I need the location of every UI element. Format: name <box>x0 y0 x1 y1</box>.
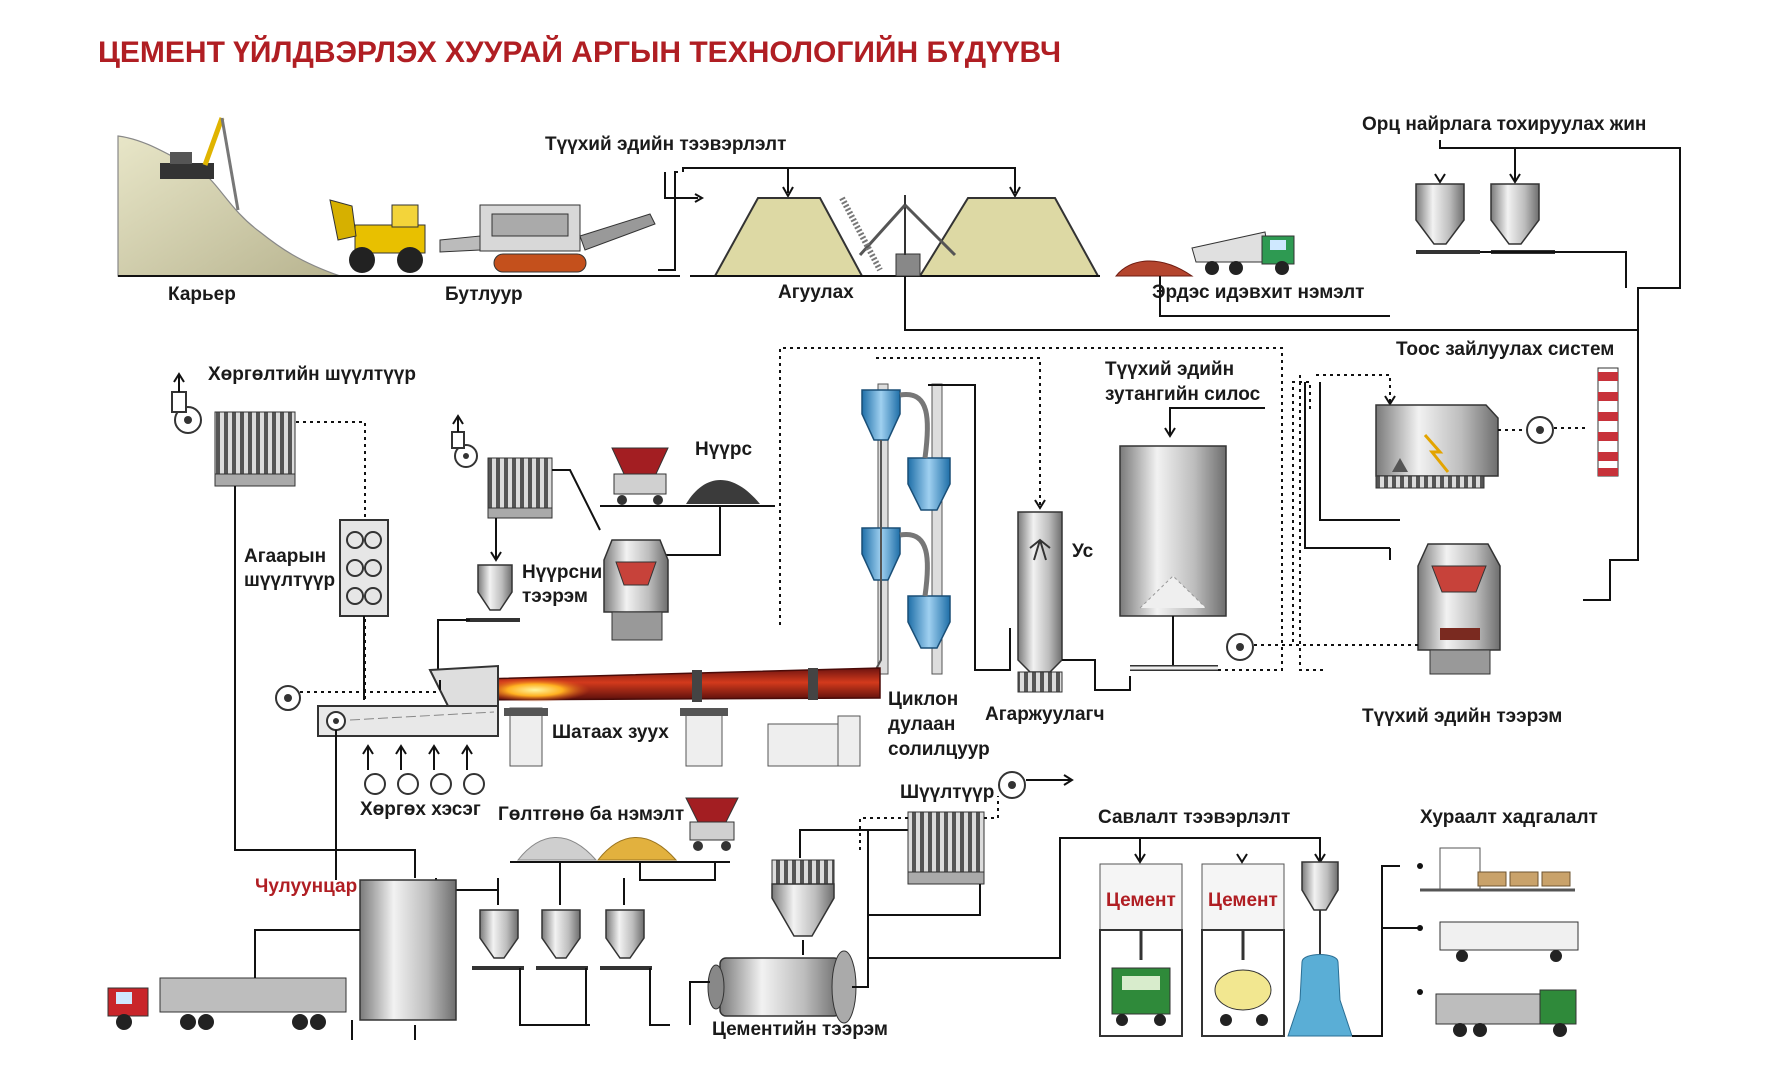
label-mineral-additive: Эрдэс идэвхит нэмэлт <box>1152 282 1364 303</box>
clinker-cooler-icon <box>317 664 499 737</box>
coal-mill-icon <box>603 539 669 641</box>
crusher-icon <box>439 204 656 273</box>
coal-hopper-icon <box>466 564 520 622</box>
clinker-truck-icon <box>107 977 347 1030</box>
cement-mill-icon <box>707 950 857 1024</box>
label-cement-mill: Цементийн тээрэм <box>712 1019 888 1040</box>
label-cyclone-3: солилцуур <box>888 739 990 760</box>
cement-label-2: Цемент <box>1208 890 1278 911</box>
cement-mill-hoppers <box>472 909 652 970</box>
cement-label-1: Цемент <box>1106 890 1176 911</box>
cooling-fans <box>362 744 485 795</box>
kiln-flame-icon <box>480 678 590 702</box>
conditioning-tower-icon <box>1017 511 1063 693</box>
dump-truck-icon <box>1191 231 1295 275</box>
label-clinker: Чулуунцар <box>255 876 357 897</box>
additive-hopper-truck-icon <box>685 797 739 851</box>
label-cyclone-1: Циклон <box>888 689 958 710</box>
label-shipping: Савлалт тээвэрлэлт <box>1098 807 1290 828</box>
clinker-silo-icon <box>359 879 457 1021</box>
spray-icon <box>1029 538 1051 561</box>
air-filter-icon <box>339 519 389 617</box>
cyclone-preheater-icon <box>861 383 951 681</box>
label-dosing: Орц найрлага тохируулах жин <box>1362 114 1646 135</box>
kiln-fan-icon <box>275 685 301 711</box>
label-gypsum: Гөлтгөнө ба нэмэлт <box>498 804 684 825</box>
label-cooler: Хөргөх хэсэг <box>360 799 481 820</box>
packer-icon <box>1287 861 1353 1037</box>
pallet-storage-icon <box>1420 847 1575 892</box>
rail-wagon-icon <box>1439 921 1579 962</box>
raw-meal-fan-icon <box>1226 633 1254 661</box>
label-conditioning-tower: Агаржуулагч <box>985 704 1105 725</box>
label-kiln: Шатаах зуух <box>552 722 669 743</box>
raw-mill-icon <box>1417 543 1501 675</box>
coal-hopper-truck-icon <box>611 447 669 505</box>
gypsum-piles-icon <box>510 837 730 863</box>
label-filter: Шүүлтүүр <box>900 782 994 803</box>
additive-pile-icon <box>1114 260 1194 277</box>
cement-filter-icon <box>907 811 985 885</box>
label-coal-mill-1: Нүүрсний <box>522 562 614 583</box>
cement-silo-1: Цемент <box>1099 863 1183 1037</box>
raw-storage-piles <box>690 195 1100 277</box>
rotary-kiln-icon <box>444 667 881 767</box>
label-storage-final: Хураалт хадгалалт <box>1420 807 1598 828</box>
label-coal: Нүүрс <box>695 439 752 460</box>
label-raw-transport: Түүхий эдийн тээвэрлэлт <box>545 134 786 155</box>
coal-pile-icon <box>600 479 775 507</box>
label-crusher: Бутлуур <box>445 284 523 305</box>
label-storage: Агуулах <box>778 282 854 303</box>
homog-silo-icon <box>1119 445 1227 671</box>
dosing-hopper-2 <box>1490 183 1555 254</box>
label-homog-silo-2: зутангийн силос <box>1105 384 1261 405</box>
wheel-loader-icon <box>329 199 426 273</box>
dust-fan-icon <box>1526 416 1554 444</box>
label-quarry: Карьер <box>168 284 236 305</box>
truck-icon <box>1435 989 1577 1037</box>
lightning-icon <box>1423 434 1450 473</box>
cement-filter-fan-icon <box>998 771 1074 799</box>
separator-icon <box>771 859 835 937</box>
label-water: Ус <box>1072 541 1094 562</box>
label-raw-mill: Түүхий эдийн тээрэм <box>1362 706 1562 727</box>
dosing-hopper-1 <box>1415 183 1480 254</box>
label-dust-system: Тоос зайлуулах систем <box>1396 339 1614 360</box>
cement-silo-2: Цемент <box>1201 863 1285 1037</box>
label-cyclone-2: дулаан <box>888 714 955 735</box>
stack-chimney-icon <box>1597 367 1619 477</box>
label-air-filter-2: шүүлтүүр <box>244 570 335 591</box>
drill-rig-icon <box>160 117 240 211</box>
label-coal-mill-2: тээрэм <box>522 586 588 607</box>
label-air-filter-1: Агаарын <box>244 546 326 567</box>
page-title: ЦЕМЕНТ ҮЙЛДВЭРЛЭХ ХУУРАЙ АРГЫН ТЕХНОЛОГИ… <box>98 35 1061 69</box>
coal-mill-filter-icon <box>451 414 553 519</box>
label-cooler-filter: Хөргөлтийн шүүлтүүр <box>208 364 416 385</box>
cooler-filter-icon <box>171 372 296 487</box>
electrostatic-precipitator-icon <box>1375 404 1499 489</box>
label-homog-silo-1: Түүхий эдийн <box>1105 359 1234 380</box>
